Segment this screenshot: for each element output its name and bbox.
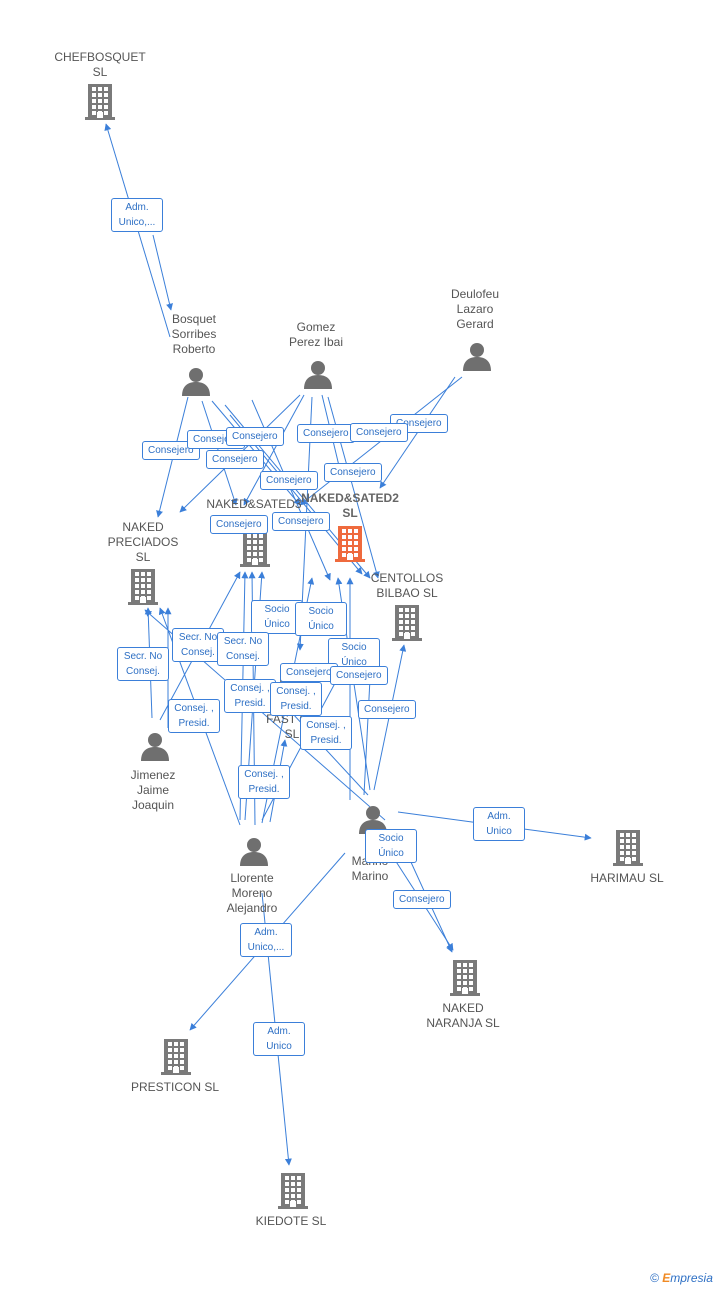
person-name[interactable]: Bosquet Sorribes Roberto [171,312,217,356]
building-icon[interactable] [161,1039,191,1080]
person-name[interactable]: Llorente Moreno Alejandro [226,871,278,915]
relation-label[interactable]: Consejero [350,423,408,442]
person-name[interactable]: Jimenez Jaime Joaquin [130,768,176,812]
relation-label[interactable]: Consej. , Presid. [270,682,322,716]
relation-label[interactable]: Adm. Unico [253,1022,305,1056]
relation-label[interactable]: Consejero [330,666,388,685]
relation-label[interactable]: Socio Único [251,600,303,634]
copyright-symbol: © [650,1271,659,1285]
building-icon[interactable] [392,605,422,646]
building-icon[interactable] [450,960,480,1001]
relation-label[interactable]: Consejero [210,515,268,534]
person-icon[interactable] [239,836,269,871]
company-name[interactable]: NAKED NARANJA SL [426,1001,500,1030]
building-icon[interactable] [128,569,158,610]
brand-text: mpresia [670,1271,713,1285]
relation-link [152,234,173,311]
relation-label[interactable]: Consejero [324,463,382,482]
company-name[interactable]: CENTOLLOS BILBAO SL [370,571,444,600]
relation-label[interactable]: Adm. Unico,... [240,923,292,957]
brand-e: E [662,1271,671,1285]
company-name[interactable]: NAKED PRECIADOS SL [107,520,179,564]
building-icon[interactable] [240,531,270,572]
relation-label[interactable]: Secr. No Consej. [117,647,169,681]
relation-label[interactable]: Consejero [142,441,200,460]
relation-label[interactable]: Consej. , Presid. [238,765,290,799]
relation-label[interactable]: Consej. , Presid. [224,679,276,713]
relation-label[interactable]: Consejero [226,427,284,446]
relation-label[interactable]: Consejero [272,512,330,531]
building-icon[interactable] [613,830,643,871]
relation-label[interactable]: Consejero [260,471,318,490]
building-icon[interactable] [335,526,365,567]
relation-label[interactable]: Consejero [297,424,355,443]
relation-label[interactable]: Consej. , Presid. [300,716,352,750]
relation-label[interactable]: Consejero [358,700,416,719]
building-icon[interactable] [278,1173,308,1214]
person-icon[interactable] [462,341,492,376]
company-name[interactable]: HARIMAU SL [590,871,664,885]
relation-label[interactable]: Consejero [280,663,338,682]
relation-label[interactable]: Secr. No Consej. [217,632,269,666]
person-icon[interactable] [181,366,211,401]
relation-label[interactable]: Adm. Unico,... [111,198,163,232]
relation-label[interactable]: Consej. , Presid. [168,699,220,733]
person-name[interactable]: Gomez Perez Ibai [288,320,344,349]
person-icon[interactable] [140,731,170,766]
relation-label[interactable]: Consejero [393,890,451,909]
person-icon[interactable] [303,359,333,394]
relation-label[interactable]: Socio Único [295,602,347,636]
relation-label[interactable]: Adm. Unico [473,807,525,841]
company-name[interactable]: PRESTICON SL [130,1080,220,1094]
brand-logo: © Empresia [650,1271,713,1285]
relation-label[interactable]: Consejero [206,450,264,469]
building-icon[interactable] [85,84,115,125]
relation-label[interactable]: Socio Único [365,829,417,863]
company-name[interactable]: NAKED&SATED2 SL [301,491,399,520]
person-name[interactable]: Deulofeu Lazaro Gerard [450,287,500,331]
company-name[interactable]: CHEFBOSQUET SL [54,50,146,79]
company-name[interactable]: NAKED&SATED3 [206,497,302,511]
company-name[interactable]: KIEDOTE SL [255,1214,327,1228]
